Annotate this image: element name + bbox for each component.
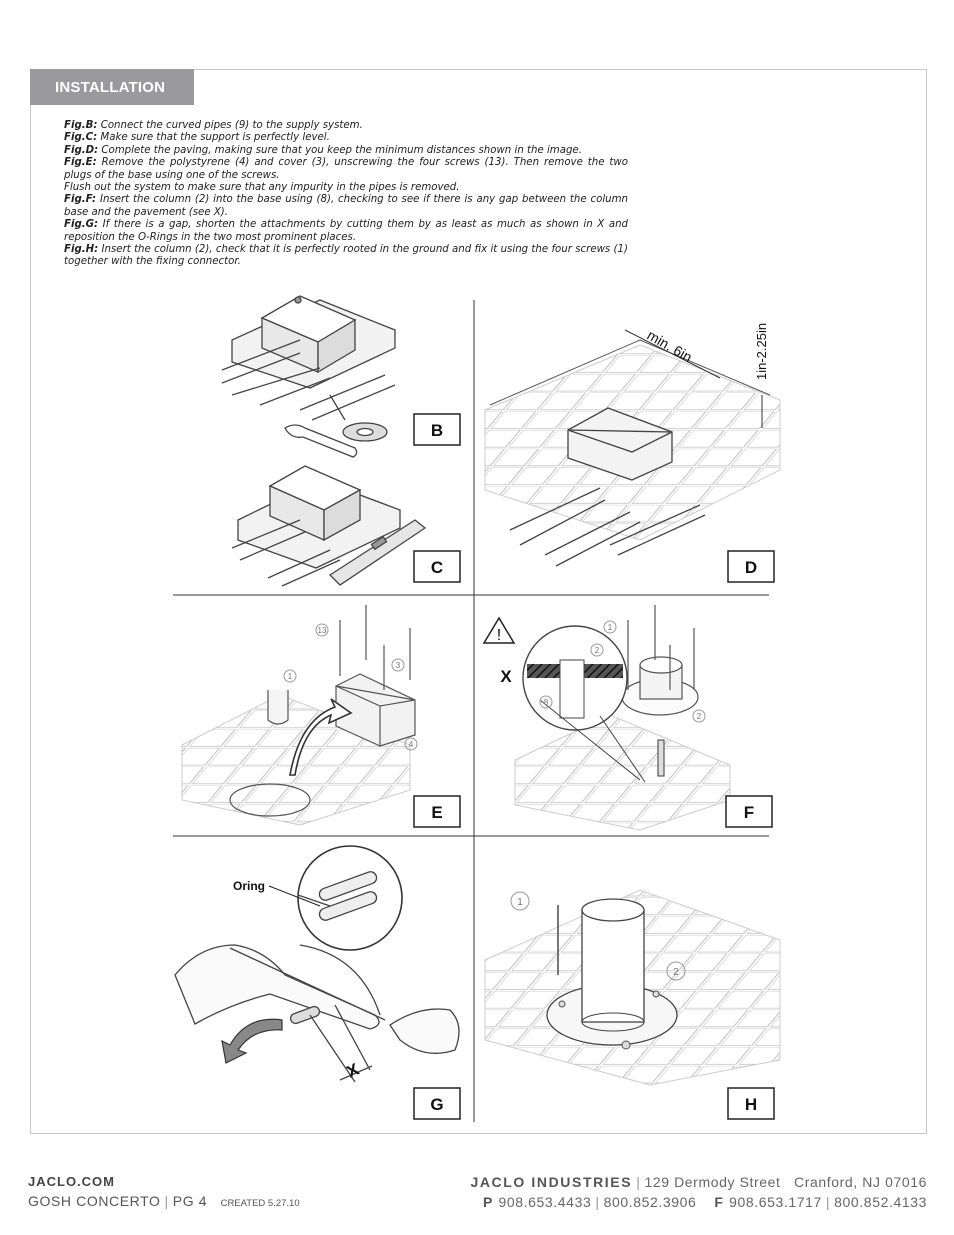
footer-product-line: GOSH CONCERTO|PG 4 CREATED 5.27.10 bbox=[28, 1193, 300, 1209]
footer-phone-label: P bbox=[483, 1194, 494, 1210]
svg-text:X: X bbox=[500, 667, 512, 686]
figure-f-label: F bbox=[725, 795, 773, 828]
svg-text:F: F bbox=[744, 803, 754, 822]
svg-text:C: C bbox=[431, 558, 443, 577]
footer-contact-line: P 908.653.4433|800.852.3906 F 908.653.17… bbox=[483, 1194, 927, 1210]
svg-text:4: 4 bbox=[409, 740, 414, 749]
footer-address-line: JACLO INDUSTRIES|129 Dermody Street Cran… bbox=[470, 1174, 927, 1190]
svg-text:G: G bbox=[430, 1095, 443, 1114]
figure-g-label: G bbox=[413, 1087, 461, 1120]
svg-text:!: ! bbox=[497, 627, 501, 644]
section-tab: INSTALLATION bbox=[30, 69, 194, 105]
svg-text:X: X bbox=[344, 1059, 363, 1081]
figure-d-label: D bbox=[727, 550, 775, 583]
svg-text:H: H bbox=[745, 1095, 757, 1114]
footer-left: JACLO.COM GOSH CONCERTO|PG 4 CREATED 5.2… bbox=[28, 1174, 300, 1209]
svg-text:2: 2 bbox=[673, 967, 679, 978]
footer-company: JACLO INDUSTRIES bbox=[470, 1174, 633, 1190]
svg-text:1in-2.25in: 1in-2.25in bbox=[754, 323, 769, 380]
figure-h-drawing bbox=[484, 889, 781, 1086]
page-frame bbox=[30, 69, 927, 1134]
installation-instructions: Fig.B: Connect the curved pipes (9) to t… bbox=[64, 120, 628, 269]
figure-g-drawing bbox=[174, 845, 460, 1083]
svg-text:13: 13 bbox=[318, 626, 327, 635]
figure-f-drawing bbox=[514, 605, 731, 831]
figure-e-callouts: 13 1 3 4 bbox=[283, 623, 418, 751]
svg-text:2: 2 bbox=[697, 712, 702, 721]
figure-b-label: B bbox=[413, 413, 461, 446]
figure-c-label: C bbox=[413, 550, 461, 583]
footer-street: 129 Dermody Street bbox=[644, 1174, 781, 1190]
svg-text:1: 1 bbox=[608, 623, 613, 632]
figure-e-drawing bbox=[181, 605, 416, 826]
svg-text:D: D bbox=[745, 558, 757, 577]
svg-text:3: 3 bbox=[396, 661, 401, 670]
footer-site-link[interactable]: JACLO.COM bbox=[28, 1174, 115, 1189]
svg-text:2: 2 bbox=[595, 646, 600, 655]
figure-e-label: E bbox=[413, 795, 461, 828]
figure-f-warning-icon: ! bbox=[482, 616, 516, 644]
instruction-f: Fig.F: Insert the column (2) into the ba… bbox=[64, 194, 628, 218]
footer-fax: 908.653.1717 bbox=[729, 1194, 822, 1210]
instruction-h: Fig.H: Insert the column (2), check that… bbox=[64, 244, 628, 268]
footer-fax-2: 800.852.4133 bbox=[834, 1194, 927, 1210]
figure-c-drawing bbox=[231, 465, 427, 587]
svg-text:Oring: Oring bbox=[233, 879, 265, 893]
instruction-e: Fig.E: Remove the polystyrene (4) and co… bbox=[64, 157, 628, 181]
footer-phone-2: 800.852.3906 bbox=[603, 1194, 697, 1210]
figure-d-drawing bbox=[484, 329, 781, 567]
figure-g-arrow-icon bbox=[221, 1018, 283, 1064]
footer-phone: 908.653.4433 bbox=[498, 1194, 592, 1210]
footer-product: GOSH CONCERTO bbox=[28, 1193, 161, 1209]
svg-text:1: 1 bbox=[288, 672, 293, 681]
instruction-c: Fig.C: Make sure that the support is per… bbox=[64, 132, 330, 144]
figure-grid-lines bbox=[173, 300, 769, 1122]
instruction-b: Fig.B: Connect the curved pipes (9) to t… bbox=[64, 120, 363, 131]
footer-right: JACLO INDUSTRIES|129 Dermody Street Cran… bbox=[470, 1174, 927, 1210]
figure-h-label: H bbox=[727, 1087, 775, 1120]
footer-fax-label: F bbox=[714, 1194, 725, 1210]
figure-f-annotations: X 1 2 8 2 bbox=[500, 620, 706, 723]
figure-h-callouts: 1 2 bbox=[510, 891, 686, 981]
footer-city: Cranford, NJ 07016 bbox=[794, 1174, 927, 1190]
figure-b-drawing bbox=[221, 295, 396, 458]
footer-created: CREATED 5.27.10 bbox=[220, 1198, 300, 1209]
footer-page: PG 4 bbox=[172, 1193, 208, 1209]
svg-text:B: B bbox=[431, 421, 443, 440]
instruction-d: Fig.D: Complete the paving, making sure … bbox=[64, 144, 582, 156]
instruction-g: Fig.G: If there is a gap, shorten the at… bbox=[64, 219, 628, 243]
svg-text:8: 8 bbox=[544, 698, 549, 707]
svg-text:1: 1 bbox=[517, 897, 523, 908]
instruction-flush: Flush out the system to make sure that a… bbox=[64, 182, 460, 194]
svg-text:E: E bbox=[431, 803, 442, 822]
